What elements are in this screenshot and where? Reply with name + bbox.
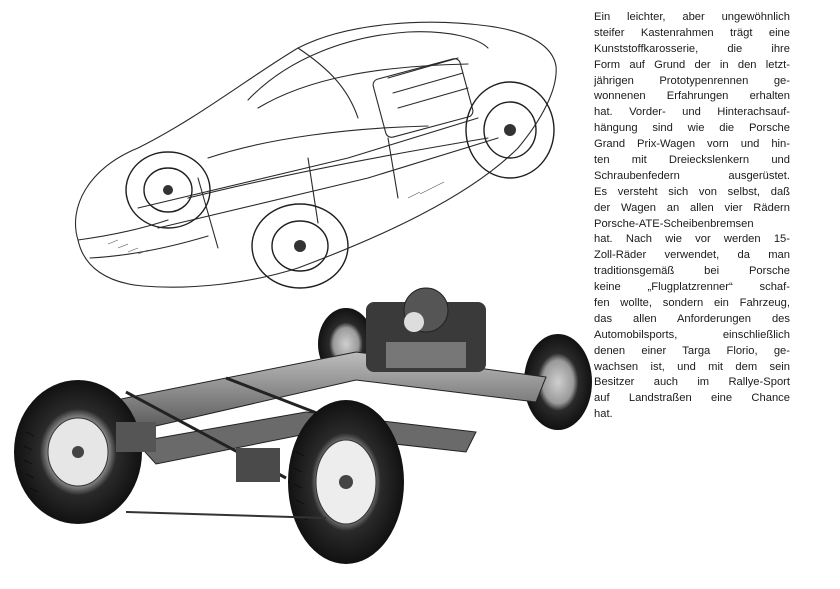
article-line: hat. Nach wie vor werden 15- (594, 233, 790, 246)
article-line: Es versteht sich von selbst, daß (594, 185, 790, 198)
article-line: das allen Anforderungen des (594, 312, 790, 325)
car-cutaway-drawing-icon (48, 8, 568, 294)
article-line: Schraubenfedern ausgerüstet. (594, 169, 790, 182)
article-text: Ein leichter, aber ungewöhnlich steifer K… (594, 10, 790, 423)
article-line: hat. (594, 408, 613, 421)
article-line: Automobilsports, einschließlich (594, 328, 790, 341)
article-line: auf Landstraßen eine Chance (594, 392, 790, 405)
article-line: keine „Flugplatzrenner“ schaf- (594, 281, 790, 294)
article-line: Kunststoffkarosserie, die ihre (594, 42, 790, 55)
article-line: wachsen ist, und mit dem sein (594, 360, 790, 373)
article-line: fen wollte, sondern ein Fahrzeug, (594, 297, 790, 310)
article-line: Porsche-ATE-Scheibenbremsen (594, 217, 754, 230)
article-line: hängung sind wie die Porsche (594, 122, 790, 135)
article-line: hat. Vorder- und Hinterachsauf- (594, 106, 790, 119)
article-line: traditionsgemäß bei Porsche (594, 265, 790, 278)
article-line: ten mit Dreieckslenkern und (594, 154, 790, 167)
article-line: Zoll-Räder verwendet, da man (594, 249, 790, 262)
article-line: Form auf Grund der in den letzt- (594, 58, 790, 71)
article-line: jährigen Prototypenrennen ge- (594, 74, 790, 87)
chassis-photo-icon (6, 282, 606, 582)
article-line: Besitzer auch im Rallye-Sport (594, 376, 790, 389)
article-line: wonnenen Erfahrungen erhalten (594, 90, 790, 103)
article-line: steifer Kastenrahmen trägt eine (594, 26, 790, 39)
article-line: der Wagen an allen vier Rädern (594, 201, 790, 214)
article-line: Ein leichter, aber ungewöhnlich (594, 11, 790, 23)
article-line: denen einer Targa Florio, ge- (594, 344, 790, 357)
article-line: Grand Prix-Wagen vorn und hin- (594, 138, 790, 151)
